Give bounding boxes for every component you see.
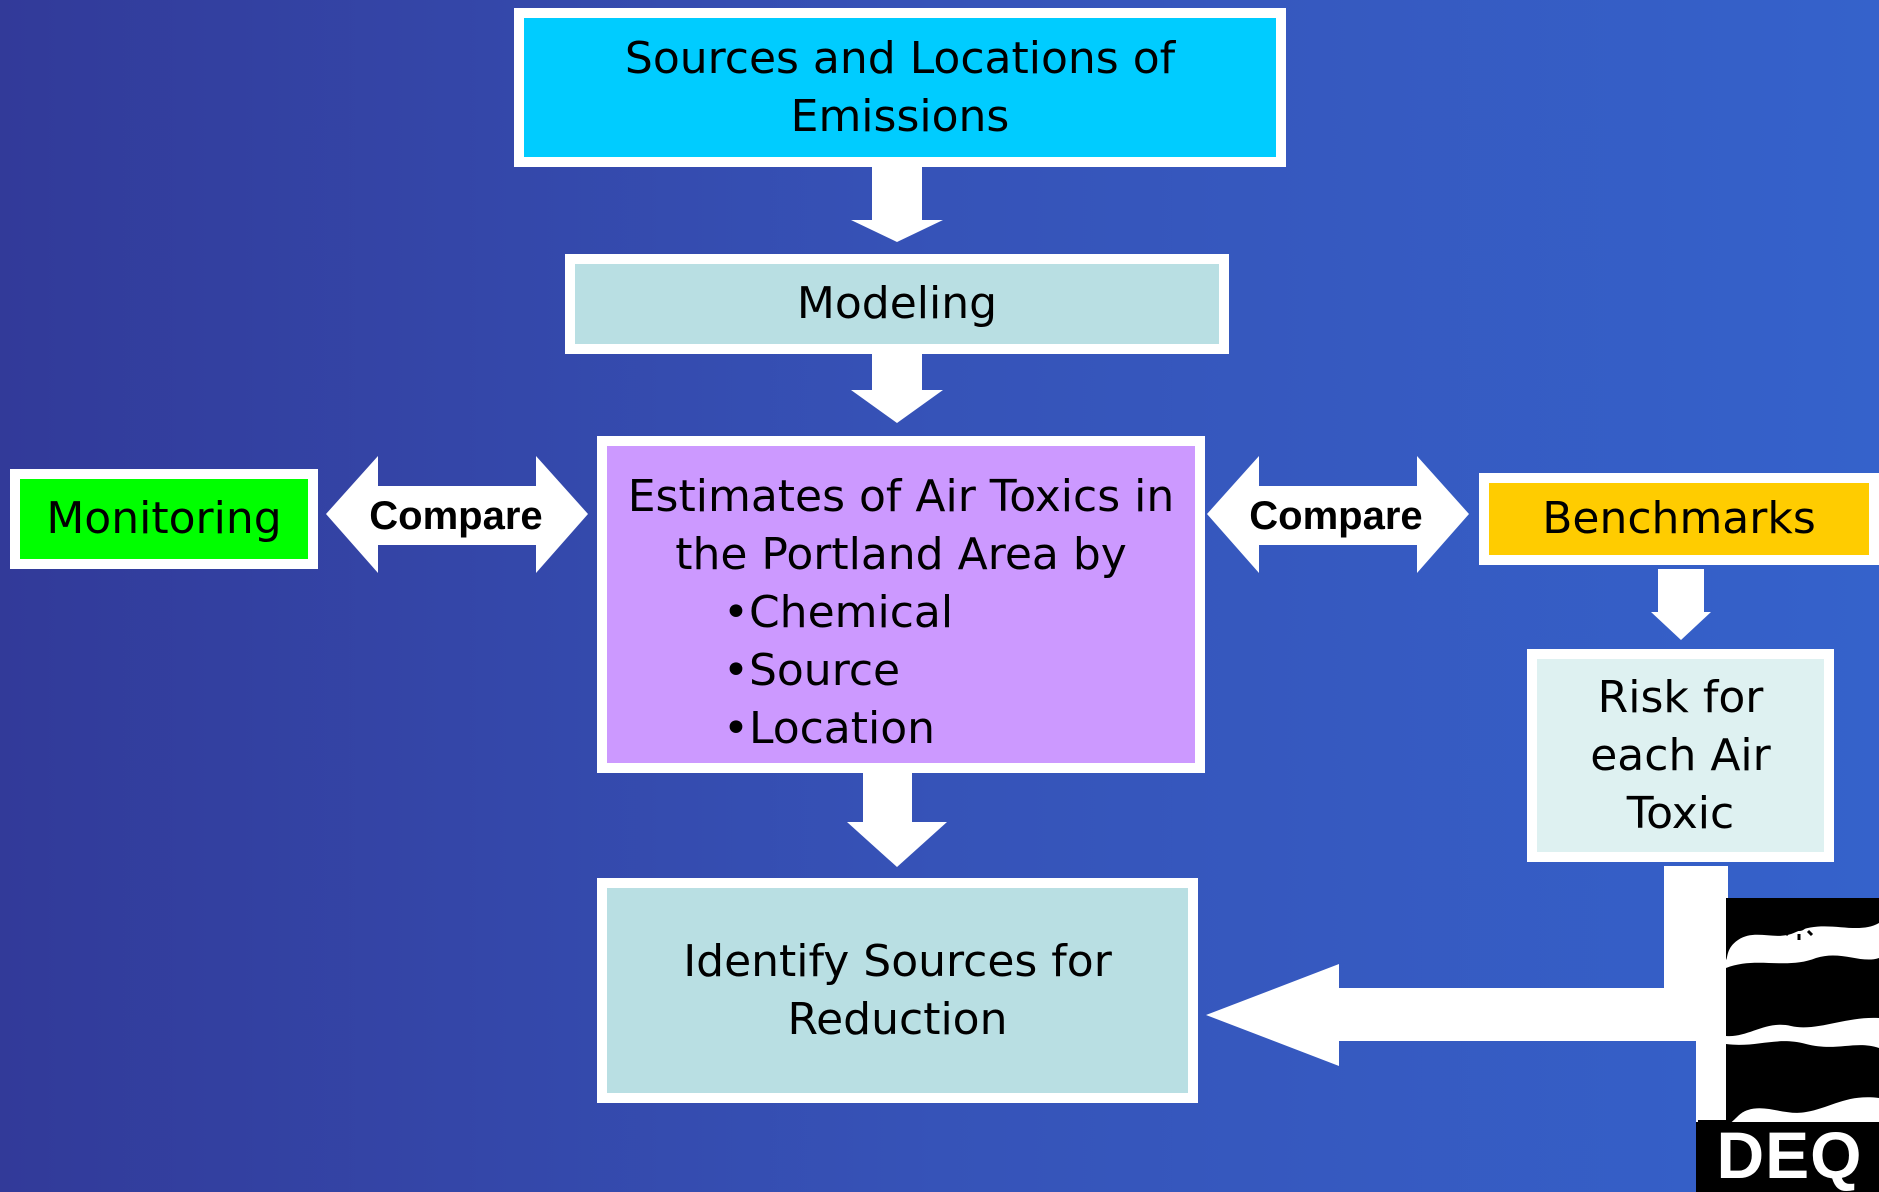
risk-box: Risk for each Air Toxic <box>1527 649 1834 862</box>
deq-logo-text-band <box>1696 1122 1879 1192</box>
identify-box: Identify Sources for Reduction <box>597 878 1198 1103</box>
identify-box-line2: Reduction <box>787 993 1008 1045</box>
deq-logo-tree <box>1844 976 1866 1018</box>
deq-logo-text: DEQ <box>1716 1118 1863 1192</box>
risk-box-line3: Toxic <box>1626 787 1735 839</box>
sources-box: Sources and Locations of Emissions <box>514 8 1286 167</box>
modeling-box: Modeling <box>565 254 1229 354</box>
modeling-box-label: Modeling <box>796 278 998 329</box>
estimates-box: Estimates of Air Toxics in the Portland … <box>597 436 1205 773</box>
benchmarks-box: Benchmarks <box>1479 473 1879 565</box>
estimates-bullet-location: •Location <box>723 703 936 754</box>
compare-left-double-arrow <box>326 456 588 573</box>
deq-logo-mountains <box>1726 955 1879 1037</box>
compare-right-label: Compare <box>1249 494 1423 538</box>
arrow-modeling-to-estimates <box>851 346 943 423</box>
risk-box-line2: each Air <box>1590 729 1771 781</box>
arrow-estimates-to-identify <box>847 773 947 867</box>
estimates-bullet-source: •Source <box>723 645 901 696</box>
deq-logo-river <box>1698 1041 1879 1138</box>
compare-left-label: Compare <box>369 494 543 538</box>
compare-right-double-arrow <box>1207 456 1469 573</box>
deq-logo-sun <box>1790 913 1808 931</box>
identify-box-line1: Identify Sources for <box>683 935 1112 987</box>
estimates-box-line1: Estimates of Air Toxics in <box>627 471 1175 522</box>
estimates-bullet-list: •Chemical •Source •Location <box>723 584 953 758</box>
monitoring-box-label: Monitoring <box>46 493 282 544</box>
monitoring-box: Monitoring <box>10 469 318 569</box>
arrow-sources-to-modeling <box>851 167 943 242</box>
estimates-box-line2: the Portland Area by <box>675 529 1127 580</box>
estimates-bullet-chemical: •Chemical <box>723 587 954 638</box>
benchmarks-box-label: Benchmarks <box>1542 493 1816 544</box>
deq-logo <box>1696 898 1879 1192</box>
risk-box-line1: Risk for <box>1597 671 1764 723</box>
sources-box-line2: Emissions <box>790 90 1010 142</box>
arrow-benchmarks-to-risk <box>1651 569 1711 640</box>
arrow-risk-to-identify <box>1206 866 1728 1066</box>
sources-box-line1: Sources and Locations of <box>624 32 1176 84</box>
deq-logo-sun-rays <box>1781 904 1817 940</box>
